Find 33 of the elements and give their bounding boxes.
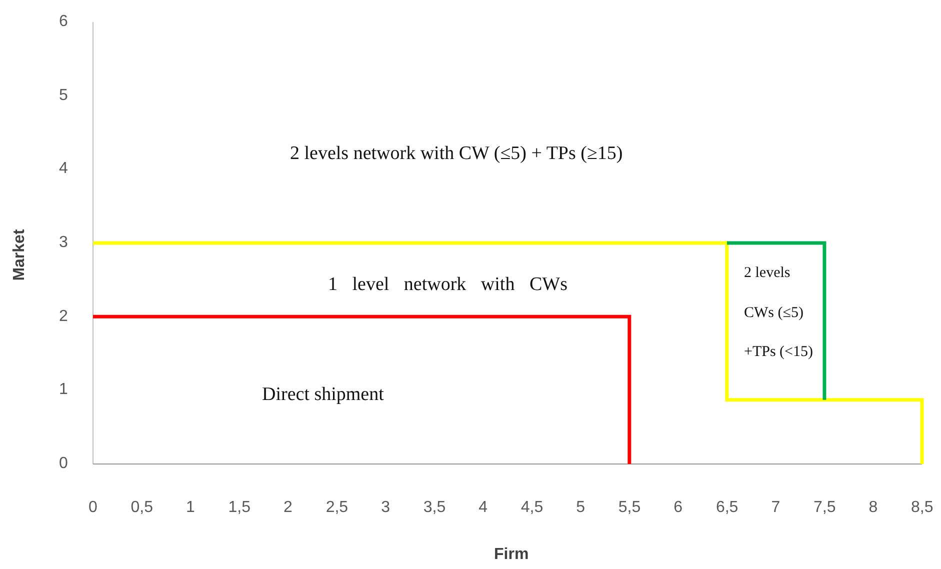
x-tick-label: 3	[381, 500, 390, 516]
x-tick-label: 0,5	[130, 500, 153, 516]
y-tick-label: 1	[59, 382, 68, 398]
x-tick-label: 2	[284, 500, 292, 516]
y-tick-label: 4	[59, 161, 68, 178]
x-tick-label: 4,5	[520, 500, 544, 516]
x-tick-label: 8	[868, 500, 878, 516]
x-tick-label: 7,5	[813, 500, 836, 516]
region-label: 1 level network with CWs	[328, 274, 568, 294]
x-tick-label: 3,5	[423, 500, 446, 516]
x-tick-label: 8,5	[911, 500, 934, 516]
y-tick-label: 6	[59, 14, 68, 30]
region-label: Direct shipment	[262, 384, 384, 404]
x-tick-label: 0	[88, 500, 98, 516]
x-tick-label: 1	[186, 500, 195, 516]
x-axis-title: Firm	[494, 547, 529, 563]
region-label: CWs (≤5)	[744, 306, 804, 320]
x-tick-label: 4	[478, 500, 488, 516]
x-tick-label: 1,5	[228, 500, 251, 516]
x-tick-label: 6,5	[716, 500, 738, 516]
region-label: 2 levels	[744, 266, 790, 280]
x-tick-label: 7	[771, 500, 780, 516]
x-tick-label: 5,5	[618, 500, 641, 516]
y-tick-label: 3	[59, 235, 68, 251]
x-tick-label: 5	[576, 500, 586, 516]
region-label: 2 levels network with CW (≤5) + TPs (≥15)	[290, 144, 623, 162]
region-label: +TPs (<15)	[744, 344, 814, 360]
x-tick-label: 2,5	[326, 500, 348, 516]
x-tick-label: 6	[674, 500, 683, 516]
y-tick-label: 0	[59, 456, 68, 472]
y-axis-title: Market	[12, 229, 28, 281]
y-tick-label: 2	[59, 308, 68, 325]
y-tick-label: 5	[59, 88, 68, 104]
